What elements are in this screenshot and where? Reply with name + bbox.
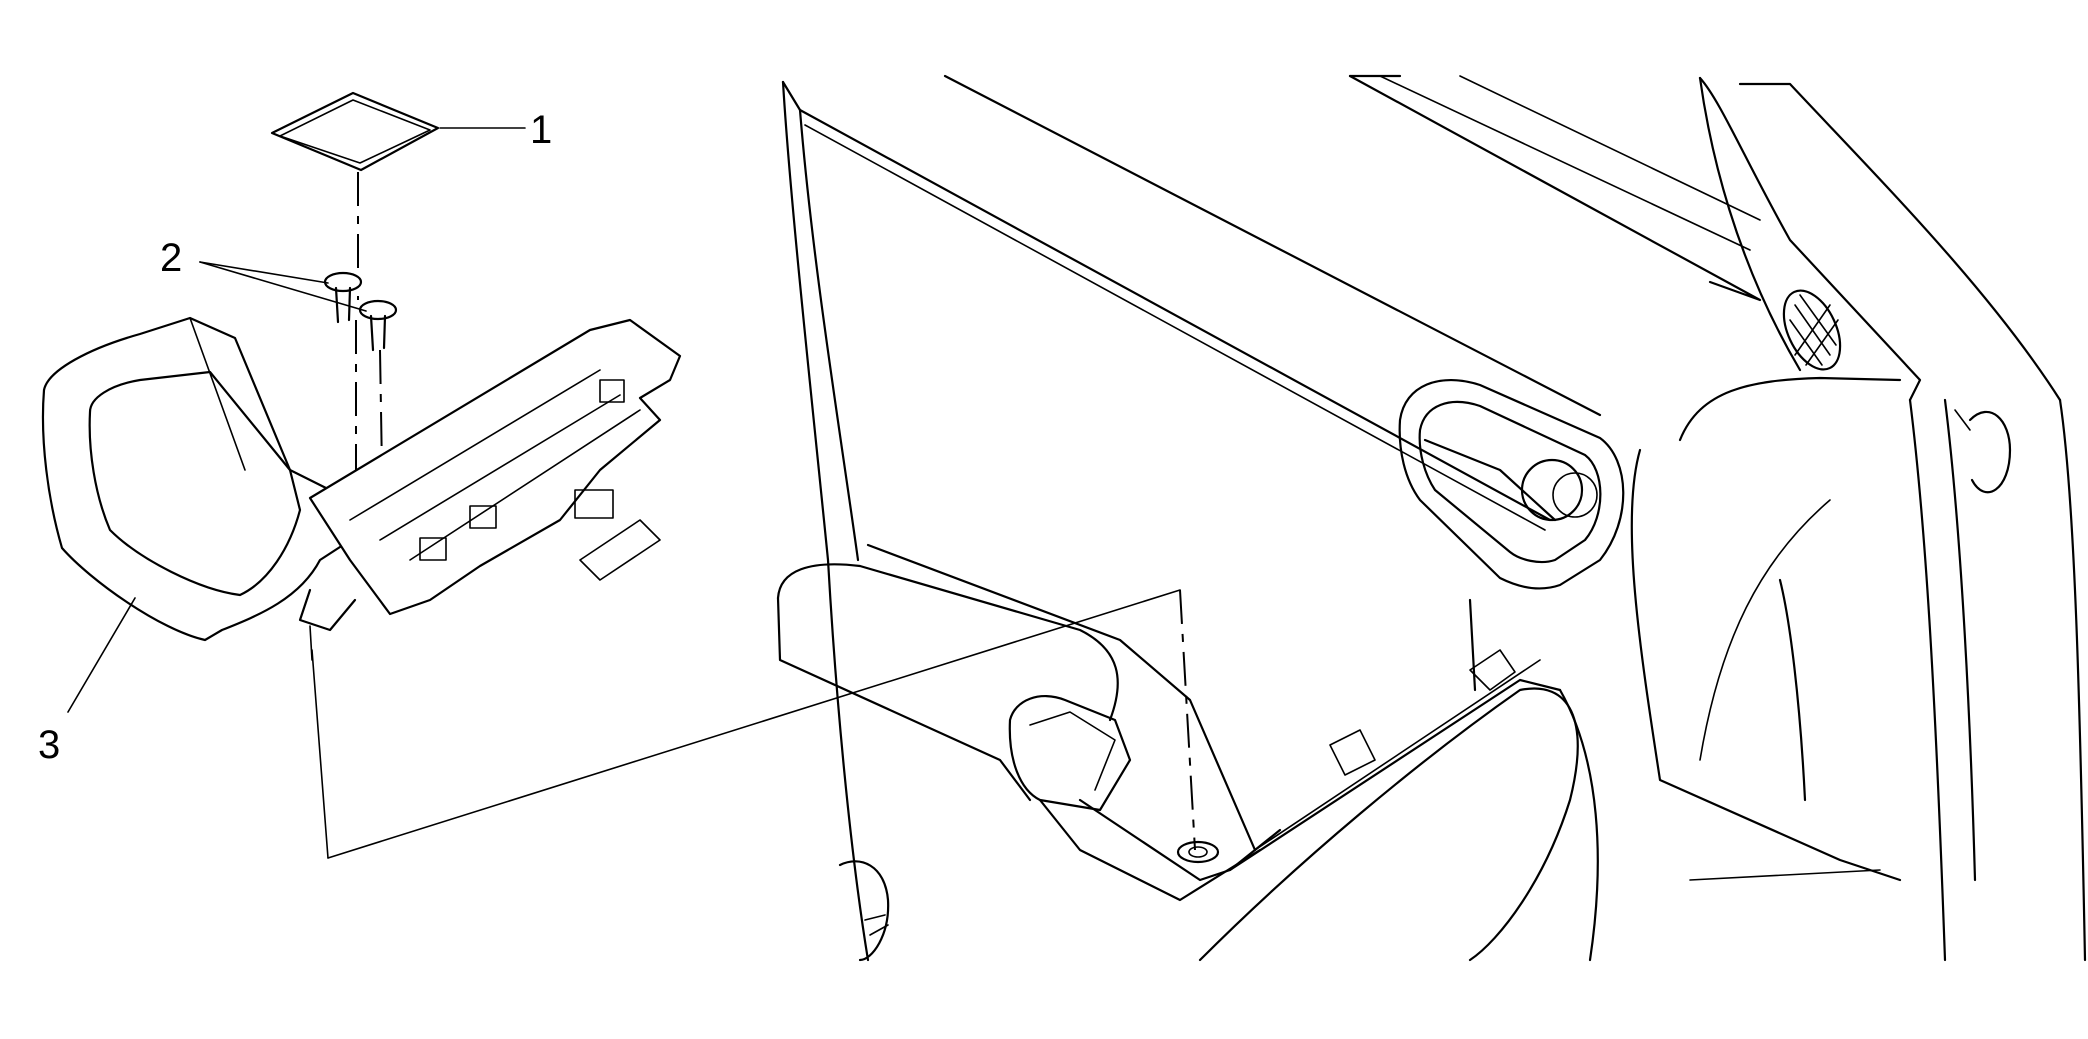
callout-3: 3	[38, 723, 61, 767]
door-trim-panel	[776, 74, 2087, 962]
callout-2: 2	[160, 236, 183, 280]
assembly-leader-lines	[311, 589, 1196, 859]
part-2-screws	[323, 271, 398, 471]
part-1-cover-pad	[270, 91, 440, 300]
part-3-switch-bezel	[41, 316, 682, 661]
callout-leaders	[67, 127, 526, 713]
callout-1: 1	[530, 108, 553, 152]
